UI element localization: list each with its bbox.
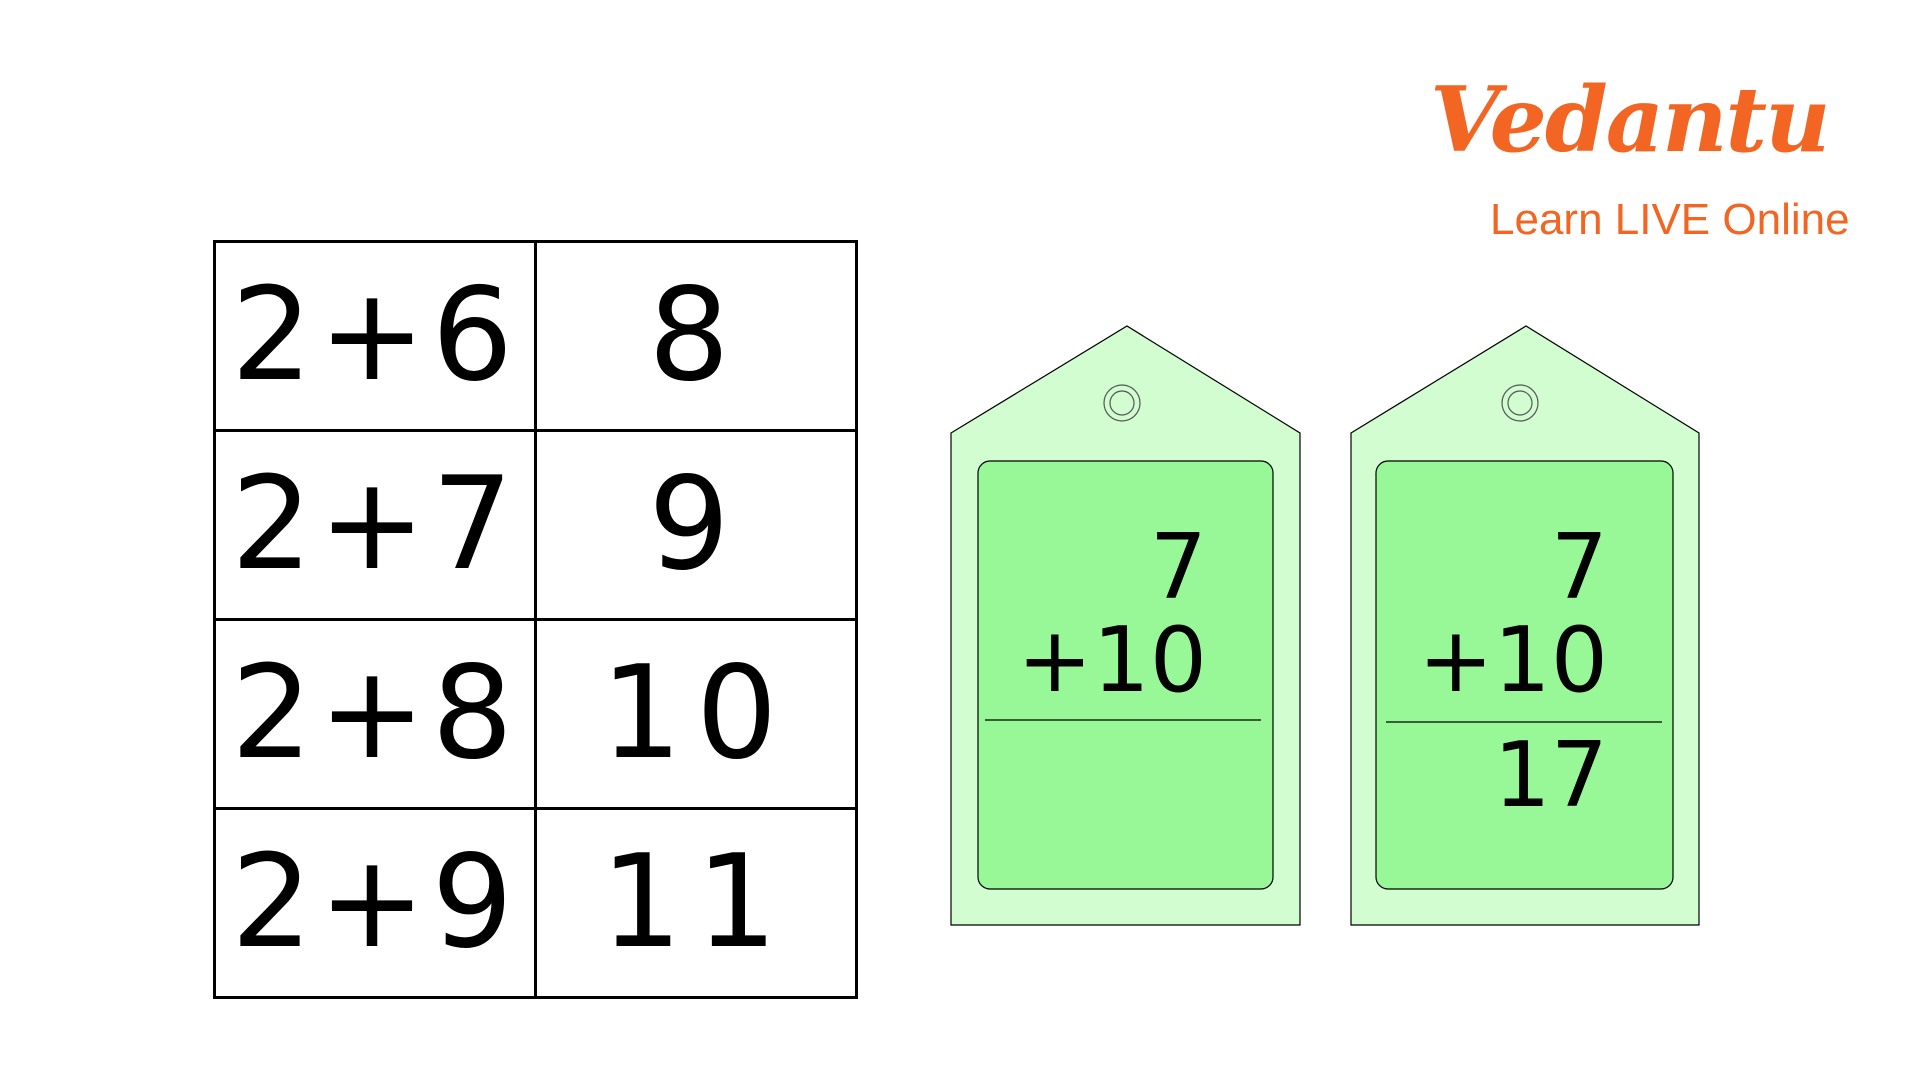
tag-addend: +10: [1418, 608, 1608, 713]
tag-card-2: 7 +10 17: [1350, 325, 1700, 926]
expression-cell: 2+9: [213, 807, 537, 999]
expression-cell: 2+8: [213, 618, 537, 810]
tag-card-1: 7 +10: [950, 325, 1301, 926]
vedantu-logo: Vedantu Learn LIVE Online: [1430, 55, 1890, 255]
expression-cell: 2+7: [213, 429, 537, 621]
tag-top-number: 7: [1551, 515, 1608, 620]
result-cell: 10: [534, 618, 858, 810]
tag-answer: 17: [1493, 723, 1608, 828]
tag-top-number: 7: [1150, 515, 1207, 620]
logo-brand: Vedantu: [1430, 67, 1831, 173]
tag-hole-icon: [1103, 384, 1141, 422]
result-cell: 9: [534, 429, 858, 621]
tag-addend: +10: [1017, 608, 1207, 713]
result-cell: 11: [534, 807, 858, 999]
expression-cell: 2+6: [213, 240, 537, 432]
logo-tagline: Learn LIVE Online: [1490, 195, 1850, 244]
tag-hole-icon: [1501, 384, 1539, 422]
result-cell: 8: [534, 240, 858, 432]
